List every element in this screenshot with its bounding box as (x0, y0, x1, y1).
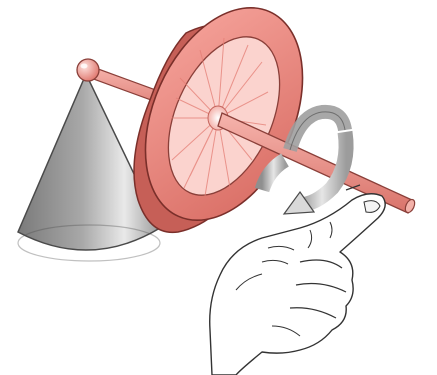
pivot-ball (77, 59, 99, 81)
pointing-hand (210, 194, 385, 375)
